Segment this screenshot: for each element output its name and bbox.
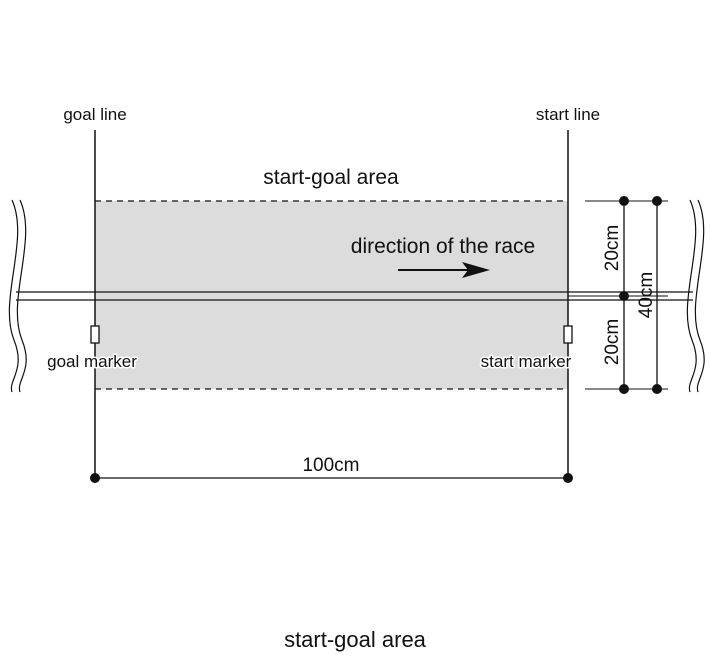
caption: start-goal area [284,627,427,652]
right-break-symbol [686,199,705,393]
dim-dot [619,384,629,394]
dim-lower-label: 20cm [602,319,623,365]
area-label: start-goal area [263,166,399,189]
dim-dot [619,196,629,206]
direction-label: direction of the race [351,235,535,258]
direction-arrow-icon [462,262,490,278]
start-line-label: start line [536,105,600,124]
goal-line-label: goal line [63,105,126,124]
start-marker-label: start marker [481,352,572,371]
goal-marker-label: goal marker [47,352,137,371]
dim-dot [652,196,662,206]
goal-marker [90,325,100,344]
dim-dot [90,473,100,483]
start-marker [563,325,573,344]
dim-length-label: 100cm [302,455,359,476]
start-goal-area-region [95,201,568,389]
dim-total-label: 40cm [636,272,657,318]
dim-dot [563,473,573,483]
left-break-symbol [8,199,27,393]
dim-dot [619,291,629,301]
dim-upper-label: 20cm [602,225,623,271]
dim-dot [652,384,662,394]
